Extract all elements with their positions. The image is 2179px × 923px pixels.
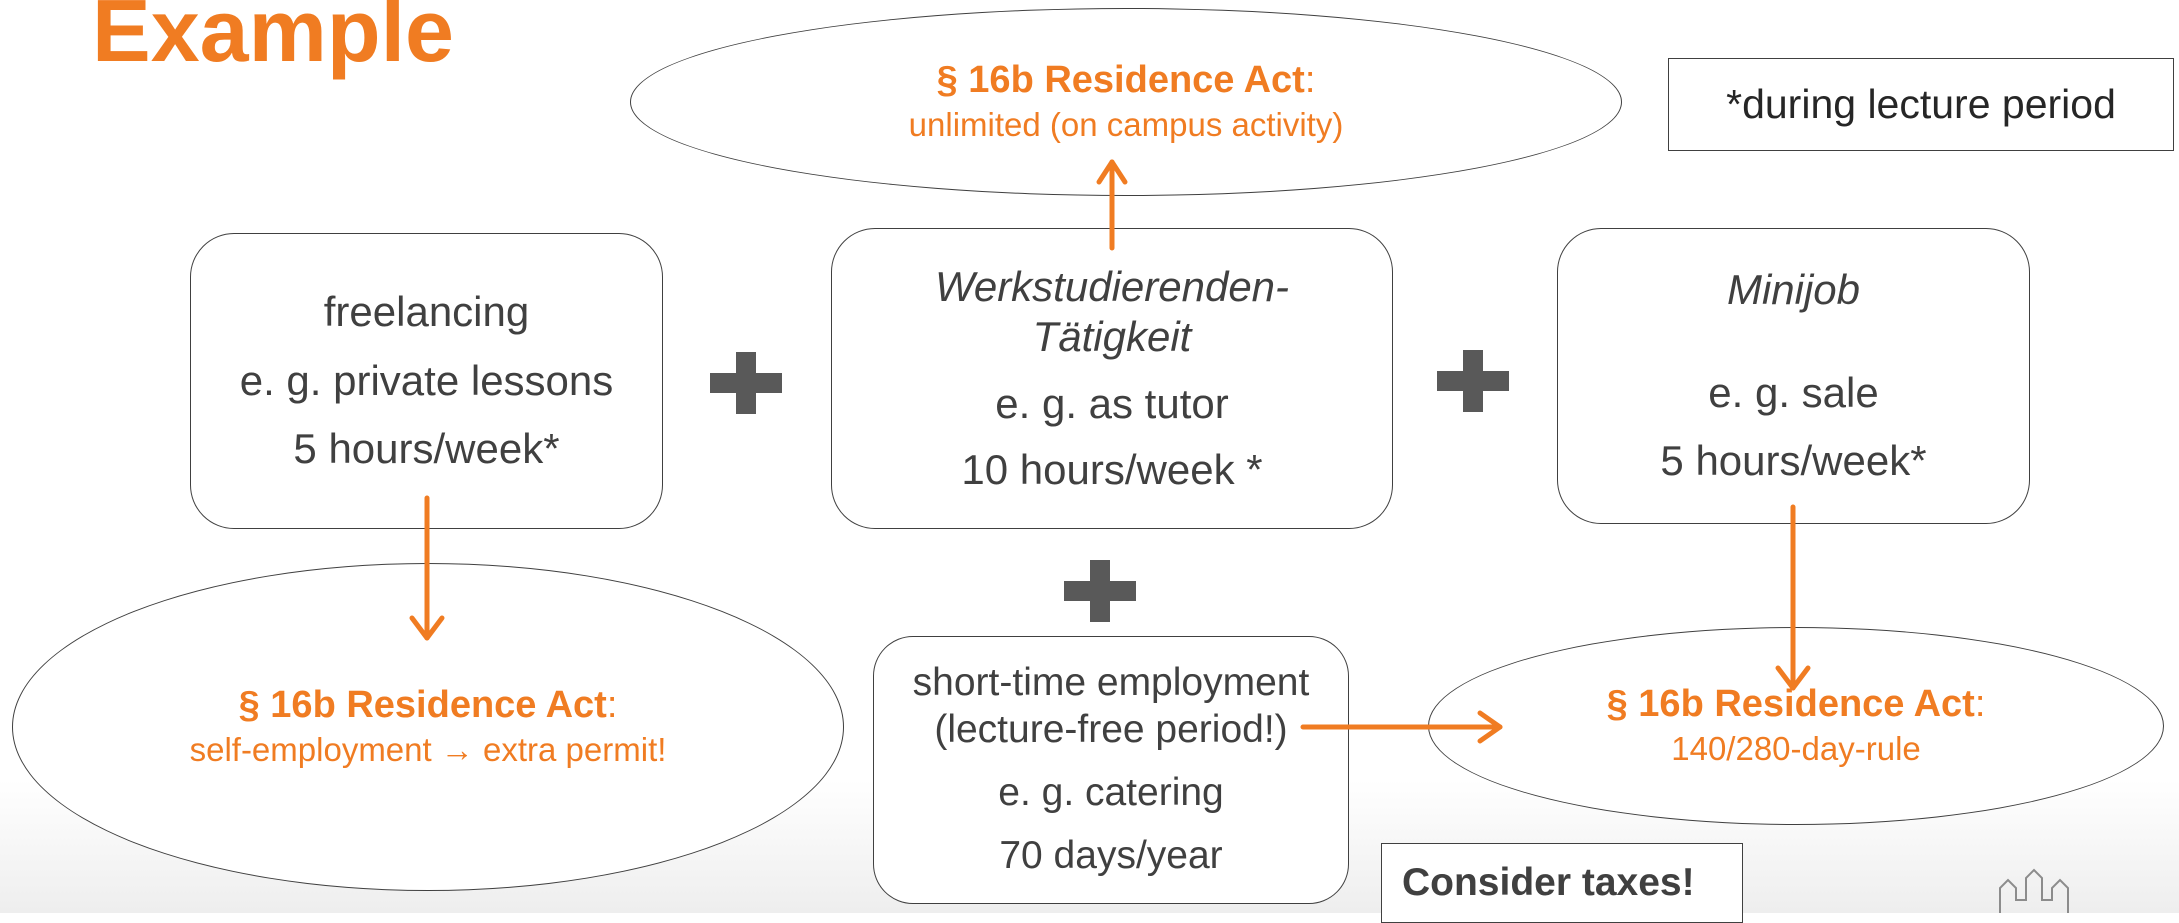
freelancing-box: freelancing e. g. private lessons 5 hour…	[190, 233, 663, 529]
consider-taxes-box: Consider taxes!	[1381, 843, 1743, 923]
box-example: e. g. as tutor	[995, 379, 1229, 427]
arrowhead-up-icon	[1096, 159, 1128, 185]
lecture-period-note: *during lecture period	[1668, 58, 2174, 151]
arrowhead-down-icon	[1775, 665, 1811, 691]
box-heading-cont: Tätigkeit	[1032, 313, 1192, 361]
residence-act-ellipse-top: § 16b Residence Act: unlimited (on campu…	[630, 8, 1622, 196]
werkstudent-box: Werkstudierenden- Tätigkeit e. g. as tut…	[831, 228, 1393, 529]
act-title: § 16b Residence Act:	[936, 58, 1316, 101]
act-subtitle: unlimited (on campus activity)	[908, 106, 1344, 144]
arrowhead-down-icon	[409, 615, 445, 641]
plus-icon	[1064, 560, 1136, 622]
act-title: § 16b Residence Act:	[1606, 682, 1986, 725]
box-hours: 5 hours/week*	[293, 425, 560, 473]
plus-icon	[710, 352, 782, 414]
short-time-employment-box: short-time employment (lecture-free peri…	[873, 636, 1349, 904]
plus-icon	[1437, 350, 1509, 412]
act-subtitle: 140/280-day-rule	[1671, 730, 1921, 768]
page-title: Example	[92, 0, 454, 80]
box-example: e. g. catering	[998, 771, 1224, 814]
box-example: e. g. sale	[1708, 368, 1879, 416]
act-title: § 16b Residence Act:	[238, 683, 618, 726]
box-days: 70 days/year	[999, 833, 1223, 877]
box-example: e. g. private lessons	[239, 356, 614, 404]
box-hours: 5 hours/week*	[1660, 437, 1927, 485]
taxes-text: Consider taxes!	[1402, 861, 1695, 904]
university-logo-icon	[1999, 868, 2069, 913]
box-heading: Minijob	[1726, 266, 1861, 314]
box-hours: 10 hours/week *	[961, 445, 1263, 493]
box-heading: freelancing	[323, 288, 530, 336]
act-subtitle: self-employment → extra permit!	[189, 731, 667, 769]
residence-act-ellipse-right: § 16b Residence Act: 140/280-day-rule	[1428, 627, 2164, 825]
box-heading-cont: (lecture-free period!)	[934, 708, 1288, 752]
box-heading: short-time employment	[912, 661, 1310, 705]
note-text: *during lecture period	[1726, 81, 2116, 127]
minijob-box: Minijob e. g. sale 5 hours/week*	[1557, 228, 2030, 524]
box-heading: Werkstudierenden-	[934, 262, 1290, 310]
arrowhead-right-icon	[1477, 710, 1503, 744]
